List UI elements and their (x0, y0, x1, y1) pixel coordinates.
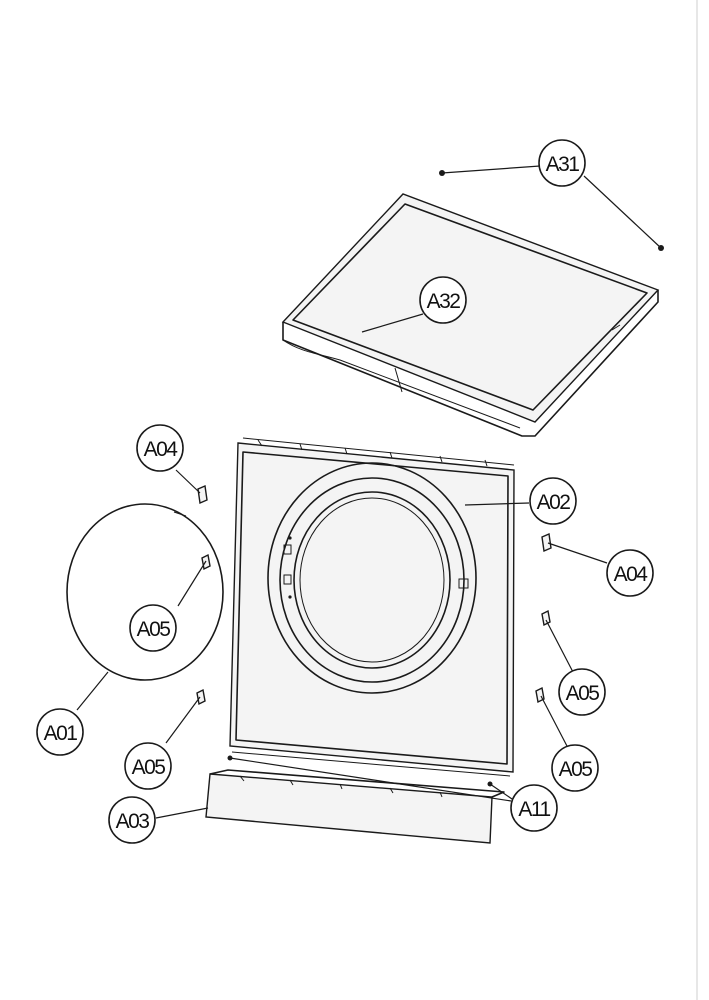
front-panel (229, 437, 515, 777)
callout-a02: A02 (529, 477, 577, 525)
callout-label: A01 (44, 722, 78, 745)
callout-a01: A01 (36, 708, 84, 756)
callout-label: A05 (566, 682, 600, 705)
clip-a04-left (197, 484, 208, 505)
callout-label: A32 (427, 290, 461, 313)
callout-label: A05 (132, 756, 166, 779)
callout-a04-right: A04 (606, 549, 654, 597)
callout-label: A05 (137, 618, 171, 641)
callout-a05-right-lower: A05 (551, 744, 599, 792)
callout-a04-left: A04 (136, 424, 184, 472)
callout-a11: A11 (510, 784, 558, 832)
leader-lines (76, 165, 662, 819)
door-glass (66, 503, 224, 681)
callout-label: A02 (537, 491, 571, 514)
bottom-plinth (205, 769, 505, 844)
callout-label: A11 (518, 798, 550, 821)
callout-label: A04 (144, 438, 179, 461)
callout-label: A03 (116, 810, 150, 833)
callout-a05-left-lower: A05 (124, 742, 172, 790)
clip-a05-right-upper (541, 609, 551, 627)
callout-a32: A32 (419, 276, 467, 324)
clip-a05-left-lower (196, 688, 206, 706)
callout-label: A31 (546, 153, 580, 176)
callout-label: A05 (559, 758, 593, 781)
callout-a31: A31 (538, 139, 586, 187)
clip-a04-right (541, 532, 552, 553)
callout-a03: A03 (108, 796, 156, 844)
callout-a05-inner: A05 (129, 604, 177, 652)
top-panel (281, 193, 660, 437)
callout-label: A04 (614, 563, 649, 586)
callout-a05-right-upper: A05 (558, 668, 606, 716)
